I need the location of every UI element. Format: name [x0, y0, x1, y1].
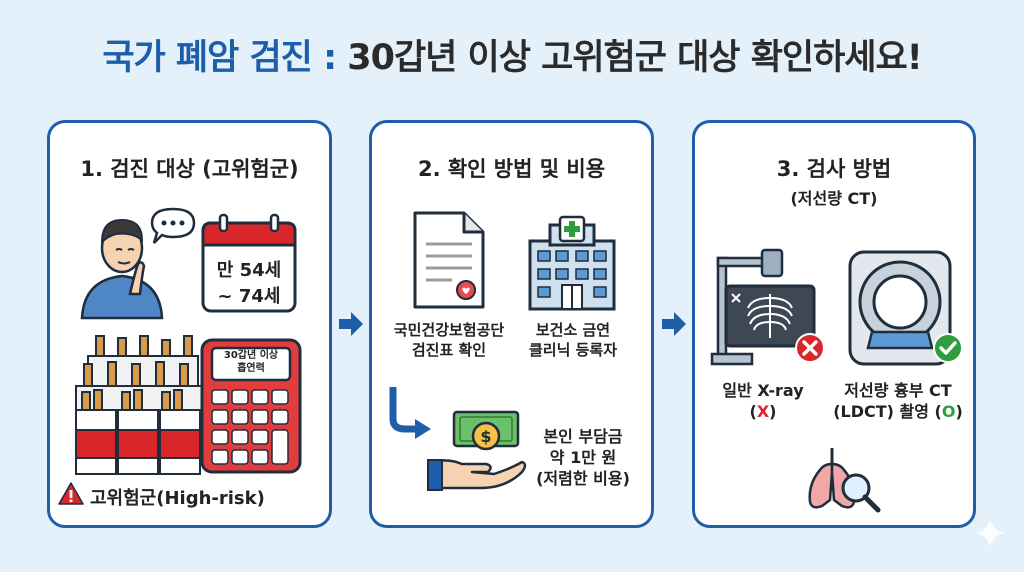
cigarette-packs-icon	[75, 335, 209, 475]
ct-label-line1: 저선량 흉부 CT	[844, 381, 952, 400]
calendar-icon	[201, 213, 297, 313]
calendar-line2: ~ 74세	[217, 286, 281, 307]
doc-label-line2: 검진표 확인	[411, 341, 487, 359]
calculator-icon	[200, 338, 302, 474]
clinic-label-line2: 클리닉 등록자	[528, 341, 618, 359]
xray-label: 일반 X-ray (X)	[714, 380, 812, 422]
cost-line3: (저렴한 비용)	[536, 469, 630, 488]
panel-check-method: 2. 확인 방법 및 비용	[369, 120, 654, 528]
xray-mark-close: )	[769, 402, 777, 421]
thinking-person-icon	[80, 218, 164, 320]
xray-machine-icon	[710, 248, 825, 366]
panel1-heading: 1. 검진 대상 (고위험군)	[80, 157, 299, 181]
right-arrow-icon	[662, 312, 686, 336]
curved-arrow-icon	[389, 387, 431, 439]
ct-mark: O	[941, 402, 956, 421]
calendar-age-range: 만 54세 ~ 74세	[205, 258, 293, 310]
ct-label: 저선량 흉부 CT (LDCT) 촬영 (O)	[826, 380, 970, 422]
xray-mark: X	[756, 402, 770, 421]
xray-mark-open: (	[749, 402, 757, 421]
ct-scanner-icon	[848, 250, 963, 366]
sparkle-icon	[975, 518, 1005, 548]
right-arrow-icon	[339, 312, 363, 336]
calendar-line1: 만 54세	[216, 260, 282, 281]
clinic-label-line1: 보건소 금연	[535, 321, 611, 339]
lungs-magnifier-icon	[808, 448, 881, 513]
document-icon	[413, 211, 485, 309]
hospital-icon	[528, 215, 616, 311]
title-part2: 30갑년 이상 고위험군 대상 확인하세요!	[347, 38, 922, 78]
panel3-heading: 3. 검사 방법	[776, 157, 892, 181]
panel2-heading: 2. 확인 방법 및 비용	[417, 157, 606, 181]
xray-label-line1: 일반 X-ray	[722, 381, 804, 400]
panel3-subheading: (저선량 CT)	[790, 189, 878, 208]
calculator-display: 30갑년 이상 흡연력	[212, 349, 290, 375]
speech-bubble-icon	[150, 207, 196, 244]
ct-mark-close: )	[955, 402, 963, 421]
svg-text:$: $	[480, 427, 491, 446]
title-part1: 국가 폐암 검진 :	[102, 38, 348, 78]
page-title: 국가 폐암 검진 : 30갑년 이상 고위험군 대상 확인하세요!	[0, 28, 1024, 88]
money-hand-icon: $	[427, 410, 527, 491]
calculator-line2: 흡연력	[237, 363, 265, 374]
cost-label: 본인 부담금 약 1만 원 (저렴한 비용)	[528, 426, 638, 489]
warning-icon	[58, 482, 84, 505]
calculator-line1: 30갑년 이상	[223, 350, 279, 361]
risk-label: 고위험군(High-risk)	[90, 488, 265, 509]
cost-line2: 약 1만 원	[549, 448, 617, 467]
doc-label-line1: 국민건강보험공단	[393, 321, 505, 339]
doc-label: 국민건강보험공단 검진표 확인	[384, 320, 514, 360]
cost-line1: 본인 부담금	[543, 427, 623, 446]
clinic-label: 보건소 금연 클리닉 등록자	[514, 320, 632, 360]
ct-label-prefix: (LDCT) 촬영 (	[833, 402, 942, 421]
